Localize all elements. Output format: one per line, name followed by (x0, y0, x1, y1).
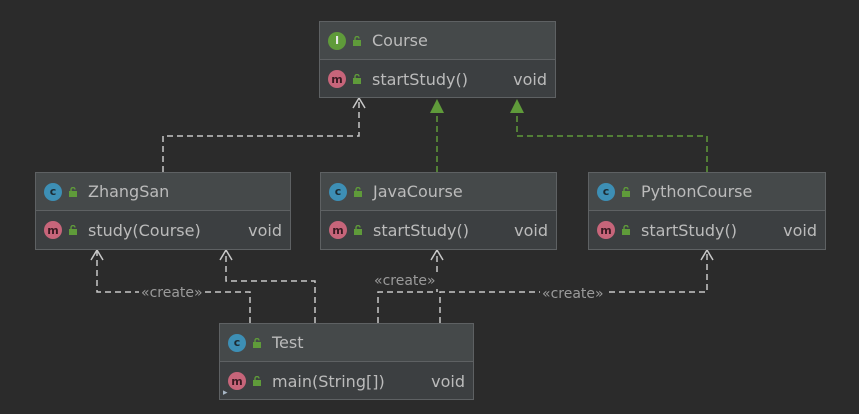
realization-arrow-pythoncourse (510, 99, 524, 113)
create-test-zhangsan-right (225, 250, 316, 323)
public-lock-icon (253, 376, 261, 386)
arrowhead-javacourse (430, 248, 444, 261)
public-lock-icon (253, 337, 261, 348)
method-name: startStudy() (372, 69, 468, 89)
realization-pythoncourse-course (516, 113, 708, 172)
course-interface-box[interactable]: I Course m startStudy() void (319, 21, 556, 98)
class-name: Test (272, 333, 304, 352)
arrowhead-zhangsan-right (219, 248, 233, 261)
pythoncourse-class-box[interactable]: c PythonCourse m startStudy() void (588, 172, 826, 250)
course-header[interactable]: I Course (320, 22, 555, 60)
dependency-zhangsan-course (162, 98, 360, 172)
class-icon: c (597, 182, 615, 201)
return-type: void (783, 220, 817, 240)
method-icon: m (328, 70, 346, 88)
method-icon: m (228, 372, 246, 390)
arrowhead-zhangsan-left (90, 248, 104, 261)
return-type: void (513, 69, 547, 89)
zhangsan-class-box[interactable]: c ZhangSan m study(Course) void (35, 172, 291, 250)
create-label-zhangsan: «create» (139, 285, 205, 301)
method-name: study(Course) (88, 220, 201, 240)
arrowhead-pythoncourse (700, 248, 714, 261)
return-type: void (248, 220, 282, 240)
method-name: startStudy() (641, 220, 737, 240)
create-test-javacourse (377, 250, 438, 323)
public-lock-icon (69, 225, 77, 235)
class-icon: c (329, 182, 347, 201)
class-name: ZhangSan (88, 182, 170, 201)
realization-arrow-javacourse (430, 99, 444, 113)
class-icon: c (44, 182, 62, 201)
create-test-zhangsan-left (96, 250, 251, 323)
method-icon: m (329, 221, 347, 239)
public-lock-icon (353, 35, 361, 46)
course-method-row[interactable]: m startStudy() void (320, 60, 555, 98)
pythoncourse-header[interactable]: c PythonCourse (589, 173, 825, 211)
class-name: Course (372, 31, 428, 50)
test-class-box[interactable]: c Test m main(String[]) void ▸ (219, 323, 474, 400)
create-label-javacourse: «create» (372, 273, 438, 289)
public-lock-icon (354, 186, 362, 197)
method-name: main(String[]) (272, 371, 385, 391)
arrowhead-course-dependency (352, 96, 366, 109)
pythoncourse-method-row[interactable]: m startStudy() void (589, 211, 825, 249)
javacourse-header[interactable]: c JavaCourse (321, 173, 556, 211)
zhangsan-method-row[interactable]: m study(Course) void (36, 211, 290, 249)
create-label-pythoncourse: «create» (540, 286, 606, 302)
javacourse-class-box[interactable]: c JavaCourse m startStudy() void (320, 172, 557, 250)
public-lock-icon (622, 225, 630, 235)
class-name: PythonCourse (641, 182, 753, 201)
run-marker-icon: ▸ (223, 388, 228, 398)
class-name: JavaCourse (373, 182, 463, 201)
public-lock-icon (622, 186, 630, 197)
method-icon: m (44, 221, 62, 239)
javacourse-method-row[interactable]: m startStudy() void (321, 211, 556, 249)
class-icon: c (228, 333, 246, 352)
public-lock-icon (353, 74, 361, 84)
public-lock-icon (69, 186, 77, 197)
zhangsan-header[interactable]: c ZhangSan (36, 173, 290, 211)
return-type: void (431, 371, 465, 391)
return-type: void (514, 220, 548, 240)
test-header[interactable]: c Test (220, 324, 473, 362)
test-method-row[interactable]: m main(String[]) void ▸ (220, 362, 473, 400)
public-lock-icon (354, 225, 362, 235)
method-name: startStudy() (373, 220, 469, 240)
method-icon: m (597, 221, 615, 239)
interface-icon: I (328, 31, 346, 50)
